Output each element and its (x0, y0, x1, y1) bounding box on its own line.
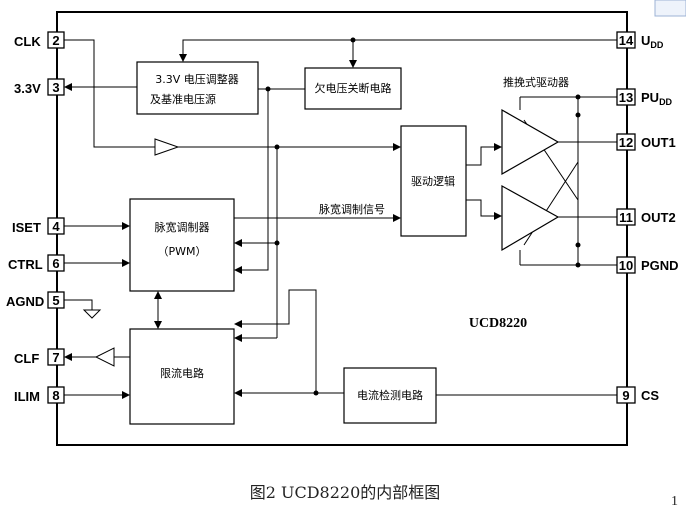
pin-cs: 9 CS (616, 386, 659, 404)
chip-name: UCD8220 (469, 316, 527, 331)
pin-label-ctrl: CTRL (8, 257, 43, 272)
current-limit-label: 限流电路 (160, 366, 204, 380)
regulator-block: 3.3V 电压调整器 及基准电压源 (136, 61, 259, 115)
pin-clf: CLF 7 (14, 348, 65, 366)
page-number: 1 (671, 494, 678, 509)
driver-logic-label: 驱动逻辑 (411, 174, 455, 188)
pin-label-agnd: AGND (6, 294, 44, 309)
driver-stage-2 (501, 184, 560, 252)
regulator-label-2: 及基准电压源 (150, 92, 216, 106)
current-detect-label: 电流检测电路 (357, 388, 423, 402)
pin-num-13: 13 (619, 90, 633, 105)
arrows (64, 54, 502, 399)
udd-rail (182, 39, 617, 56)
pin-num-9: 9 (622, 388, 629, 403)
pin-num-3: 3 (52, 80, 59, 95)
pin-num-7: 7 (52, 350, 59, 365)
pin-label-cs: CS (641, 388, 659, 403)
pin-out2: 11 OUT2 (616, 208, 676, 226)
current-limit-block: 限流电路 (129, 328, 235, 425)
pin-pudd: 13 PUDD (616, 88, 673, 107)
pin-label-udd: UDD (641, 33, 664, 50)
ground-icon (82, 309, 102, 319)
pin-udd: 14 UDD (616, 31, 664, 50)
pin-label-clk: CLK (14, 34, 41, 49)
driver-stage-1 (501, 108, 560, 176)
uvlo-block: 欠电压关断电路 (304, 67, 402, 110)
pin-num-4: 4 (52, 219, 60, 234)
pin-num-12: 12 (619, 135, 633, 150)
pin-label-out2: OUT2 (641, 210, 676, 225)
clf-buffer (94, 347, 115, 367)
pin-num-2: 2 (52, 33, 59, 48)
current-detect-block: 电流检测电路 (343, 367, 437, 424)
figure-caption: 图2 UCD8220的内部框图 (250, 483, 441, 502)
corner-fragment (654, 0, 686, 17)
pin-label-clf: CLF (14, 351, 39, 366)
junctions (265, 37, 581, 396)
pin-3v3: 3.3V 3 (14, 78, 65, 96)
pin-num-14: 14 (619, 33, 634, 48)
pin-label-3v3: 3.3V (14, 81, 41, 96)
pin-iset: ISET 4 (12, 217, 65, 235)
pin-agnd: AGND 5 (6, 291, 65, 309)
regulator-label-1: 3.3V 电压调整器 (155, 72, 239, 86)
pin-num-11: 11 (619, 210, 633, 225)
pin-label-iset: ISET (12, 220, 41, 235)
pin-num-5: 5 (52, 293, 59, 308)
pwm-label-1: 脉宽调制器 (155, 220, 210, 234)
pin-ctrl: CTRL 6 (8, 254, 65, 272)
pin-out1: 12 OUT1 (616, 133, 676, 151)
pwm-label-2: （PWM） (157, 245, 206, 258)
pin-pgnd: 10 PGND (616, 256, 679, 274)
pin-label-pudd: PUDD (641, 90, 673, 107)
uvlo-label: 欠电压关断电路 (315, 81, 392, 95)
pin-label-pgnd: PGND (641, 258, 679, 273)
driver-logic-block: 驱动逻辑 (400, 125, 467, 237)
pin-num-6: 6 (52, 256, 59, 271)
pwm-block: 脉宽调制器 （PWM） (129, 198, 235, 292)
pushpull-label: 推挽式驱动器 (503, 75, 569, 89)
pin-label-out1: OUT1 (641, 135, 676, 150)
pwm-signal-label: 脉宽调制信号 (319, 202, 385, 216)
clk-buffer (154, 138, 180, 156)
pin-ilim: ILIM 8 (14, 386, 65, 404)
pin-num-10: 10 (619, 258, 633, 273)
pin-num-8: 8 (52, 388, 59, 403)
pin-label-ilim: ILIM (14, 389, 40, 404)
pin-clk: CLK 2 (14, 31, 65, 49)
wires (64, 39, 617, 396)
